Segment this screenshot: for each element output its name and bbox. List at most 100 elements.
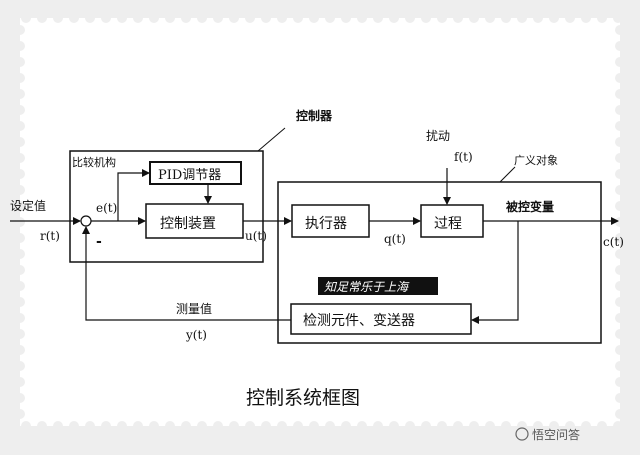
perforation-hole (245, 421, 255, 431)
controller-leader-line (257, 127, 286, 152)
perforation-hole (597, 421, 607, 431)
perforation-hole (15, 265, 25, 275)
perforation-hole (615, 313, 625, 323)
paper (20, 18, 620, 426)
perforation-hole (453, 13, 463, 23)
perforation-hole (615, 281, 625, 291)
perforation-hole (615, 137, 625, 147)
actuator-label: 执行器 (305, 216, 347, 232)
perforation-hole (15, 233, 25, 243)
perforation-hole (469, 13, 479, 23)
perforation-hole (615, 217, 625, 227)
perforation-hole (405, 421, 415, 431)
disturbance-signal: f(t) (454, 150, 473, 164)
diagram-caption: 控制系统框图 (246, 387, 360, 409)
perforation-hole (133, 13, 143, 23)
perforation-hole (15, 281, 25, 291)
perforation-hole (85, 13, 95, 23)
perforation-hole (15, 153, 25, 163)
perforation-hole (615, 169, 625, 179)
perforation-hole (293, 13, 303, 23)
perforated-edge (15, 13, 625, 431)
setpoint-signal: r(t) (40, 229, 60, 243)
controller-box (69, 150, 264, 263)
perforation-hole (615, 377, 625, 387)
perforation-hole (213, 13, 223, 23)
manipulated-signal-label: q(t) (384, 232, 406, 246)
perforation-hole (277, 421, 287, 431)
measurement-signal-label: y(t) (185, 328, 207, 342)
perforation-hole (15, 393, 25, 403)
pid-branch-arrow (117, 169, 150, 221)
perforation-hole (615, 25, 625, 35)
perforation-hole (15, 185, 25, 195)
perforation-hole (277, 13, 287, 23)
perforation-hole (229, 421, 239, 431)
perforation-hole (615, 57, 625, 67)
control-device-label: 控制装置 (160, 216, 216, 232)
perforation-hole (615, 121, 625, 131)
perforation-hole (615, 265, 625, 275)
perforation-hole (613, 421, 623, 431)
perforation-hole (341, 421, 351, 431)
perforation-hole (165, 13, 175, 23)
process-label: 过程 (434, 216, 462, 232)
source-logo-icon (515, 427, 529, 441)
perforation-hole (85, 421, 95, 431)
perforation-hole (533, 13, 543, 23)
perforation-hole (615, 249, 625, 259)
perforation-hole (437, 421, 447, 431)
perforation-hole (149, 13, 159, 23)
perforation-hole (615, 393, 625, 403)
controlled-variable-label: 被控变量 (506, 199, 554, 214)
perforation-hole (69, 13, 79, 23)
perforation-hole (15, 169, 25, 179)
perforation-hole (615, 105, 625, 115)
perforation-hole (181, 13, 191, 23)
pid-box (149, 161, 242, 185)
perforation-hole (469, 421, 479, 431)
perforation-hole (615, 361, 625, 371)
perforation-hole (261, 421, 271, 431)
perforation-hole (21, 13, 31, 23)
perforation-hole (15, 249, 25, 259)
perforation-hole (517, 13, 527, 23)
perforation-hole (615, 233, 625, 243)
perforation-hole (533, 421, 543, 431)
perforation-hole (565, 13, 575, 23)
perforation-hole (421, 13, 431, 23)
control-signal-label: u(t) (245, 229, 267, 243)
measurement-feedback-arrow (82, 226, 291, 321)
perforation-hole (325, 421, 335, 431)
perforation-hole (485, 13, 495, 23)
perforation-hole (373, 421, 383, 431)
perforation-hole (15, 297, 25, 307)
output-signal-label: c(t) (603, 235, 624, 249)
perforation-hole (613, 13, 623, 23)
measurement-label: 测量值 (176, 301, 212, 316)
plant-leader-line (499, 166, 516, 183)
feedback-to-sensor-arrow (471, 221, 519, 324)
perforation-hole (581, 13, 591, 23)
perforation-hole (69, 421, 79, 431)
disturbance-label: 扰动 (426, 129, 450, 143)
perforation-hole (485, 421, 495, 431)
perforation-hole (615, 297, 625, 307)
perforation-hole (15, 345, 25, 355)
perforation-hole (373, 13, 383, 23)
perforation-hole (15, 361, 25, 371)
perforation-hole (357, 13, 367, 23)
perforation-hole (15, 377, 25, 387)
plant-box (277, 181, 602, 344)
perforation-hole (15, 201, 25, 211)
perforation-hole (389, 13, 399, 23)
perforation-hole (565, 421, 575, 431)
setpoint-label: 设定值 (10, 198, 46, 213)
perforation-hole (615, 153, 625, 163)
perforation-hole (309, 13, 319, 23)
perforation-hole (15, 105, 25, 115)
perforation-hole (357, 421, 367, 431)
perforation-hole (165, 421, 175, 431)
